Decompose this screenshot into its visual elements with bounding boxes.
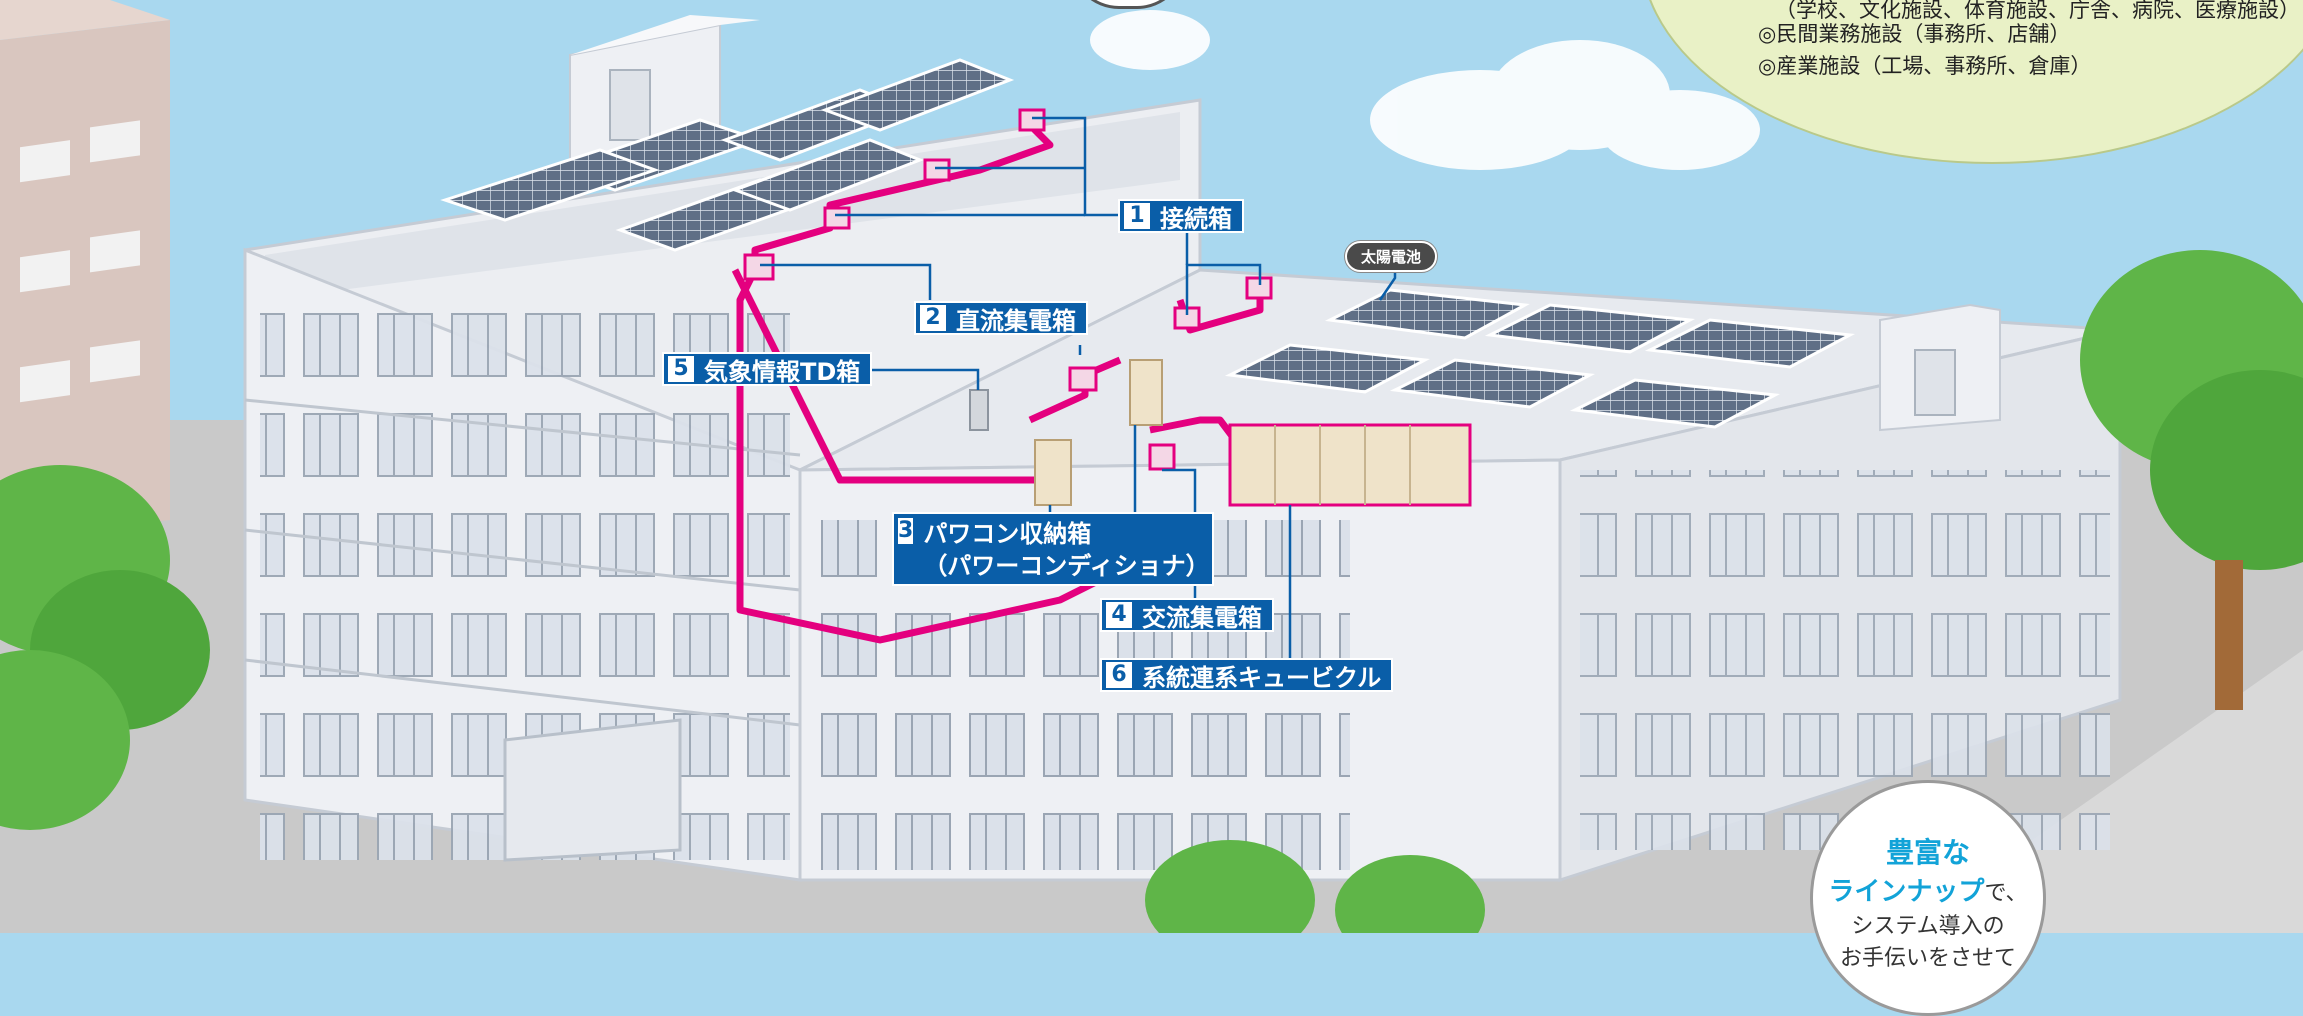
label-number: 4 (1106, 602, 1132, 628)
label-text: パワコン収納箱 （パワーコンディショナ） (923, 518, 1209, 582)
label-text: 直流集電箱 (956, 306, 1076, 335)
trees (0, 250, 2303, 933)
label-text-sub: （パワーコンディショナ） (923, 552, 1210, 580)
label-junction-box: 1 接続箱 (1118, 199, 1244, 233)
badge-lineup: ラインナップ (1828, 877, 1985, 907)
label-cubicle: 6 系統連系キュービクル (1100, 658, 1394, 692)
label-text: 気象情報TD箱 (704, 357, 861, 386)
info-line-facilities: （学校、文化施設、体育施設、庁舎、病院、医療施設） (1775, 0, 2300, 22)
label-number: 5 (668, 356, 694, 382)
neighbor-building (0, 0, 170, 540)
label-number: 6 (1106, 662, 1132, 688)
badge-line4: お手伝いをさせて (1839, 946, 2016, 971)
label-text: 系統連系キュービクル (1142, 663, 1382, 692)
badge-line1: 豊富な (1885, 836, 1970, 869)
label-number: 2 (920, 305, 946, 331)
label-dc-collector: 2 直流集電箱 (914, 301, 1088, 335)
badge-line3: システム導入の (1851, 914, 2005, 939)
label-number: 3 (898, 518, 914, 544)
info-line-private: ◎民間業務施設（事務所、店舗） (1758, 22, 2071, 46)
info-line-industrial: ◎産業施設（工場、事務所、倉庫） (1758, 54, 2092, 78)
badge-de: で、 (1984, 881, 2028, 906)
label-weather-box: 5 気象情報TD箱 (662, 352, 873, 386)
solar-array-right (1224, 288, 1856, 429)
label-text: 交流集電箱 (1142, 603, 1262, 632)
main-building (243, 15, 2122, 883)
lineup-badge: 豊富な ラインナップで、 システム導入の お手伝いをさせて (1810, 780, 2046, 1016)
label-power-conditioner: 3 パワコン収納箱 （パワーコンディショナ） (892, 512, 1214, 586)
badge-line2: ラインナップで、 (1813, 871, 2043, 908)
clouds (1090, 10, 1760, 170)
label-text: 接続箱 (1160, 204, 1232, 233)
solar-array-left (440, 58, 1015, 252)
solar-cell-tag: 太陽電池 (1345, 241, 1438, 272)
label-number: 1 (1124, 203, 1150, 229)
label-ac-collector: 4 交流集電箱 (1100, 598, 1274, 632)
label-text-main: パワコン収納箱 (923, 520, 1092, 548)
